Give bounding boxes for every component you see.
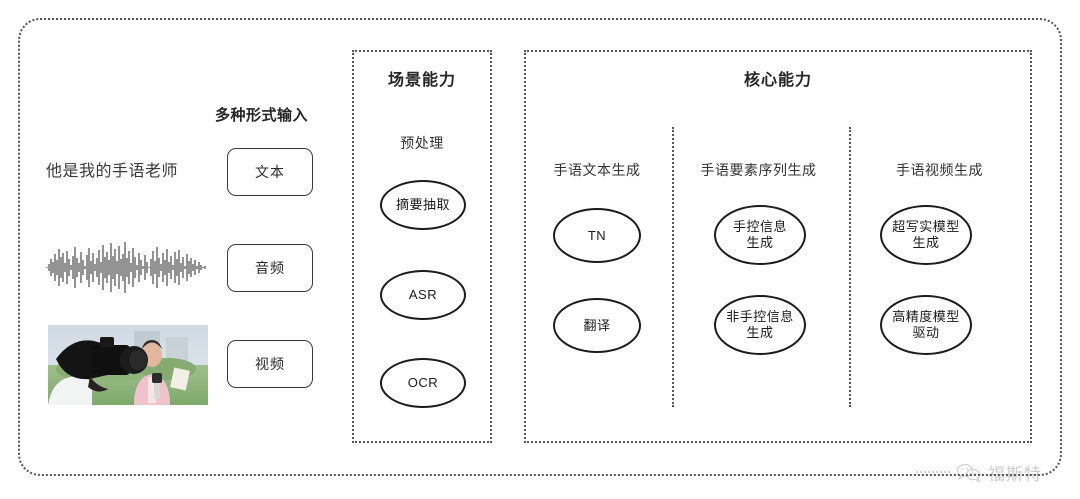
scene-panel-title: 场景能力 [387,72,456,89]
node-core-1-1[interactable]: 非手控信息生成 [714,295,806,355]
sample-input-text: 他是我的手语老师 [46,163,179,180]
core-panel-title: 核心能力 [743,72,812,89]
core-capability-panel: 核心能力 [524,50,1032,443]
watermark-dots [916,470,950,475]
core-column-label-1: 手语要素序列生成 [700,162,817,178]
input-mode-video[interactable]: 视频 [227,340,313,388]
core-column-label-0: 手语文本生成 [553,162,641,178]
node-core-0-1[interactable]: 翻译 [553,298,641,353]
node-core-2-0[interactable]: 超写实模型生成 [880,205,972,265]
core-column-divider-1 [672,127,674,407]
video-thumbnail-icon [48,325,208,405]
node-core-0-0[interactable]: TN [553,208,641,263]
outer-dotted-frame [18,18,1062,476]
scene-group-label: 预处理 [400,135,444,151]
watermark-text: 福斯特 [988,465,1042,485]
wechat-icon [956,463,981,483]
input-mode-text[interactable]: 文本 [227,148,313,196]
input-mode-audio[interactable]: 音频 [227,244,313,292]
waveform-icon [46,242,206,293]
node-core-1-0[interactable]: 手控信息生成 [714,205,806,265]
core-column-label-2: 手语视频生成 [896,162,983,178]
input-section-heading: 多种形式输入 [215,107,309,124]
core-column-divider-2 [849,127,851,407]
node-scene-1[interactable]: ASR [380,270,466,320]
watermark: 福斯特 [916,460,1042,485]
node-scene-0[interactable]: 摘要抽取 [380,180,466,230]
scene-capability-panel: 场景能力 [352,50,492,443]
node-core-2-1[interactable]: 高精度模型驱动 [880,295,972,355]
node-scene-2[interactable]: OCR [380,358,466,408]
